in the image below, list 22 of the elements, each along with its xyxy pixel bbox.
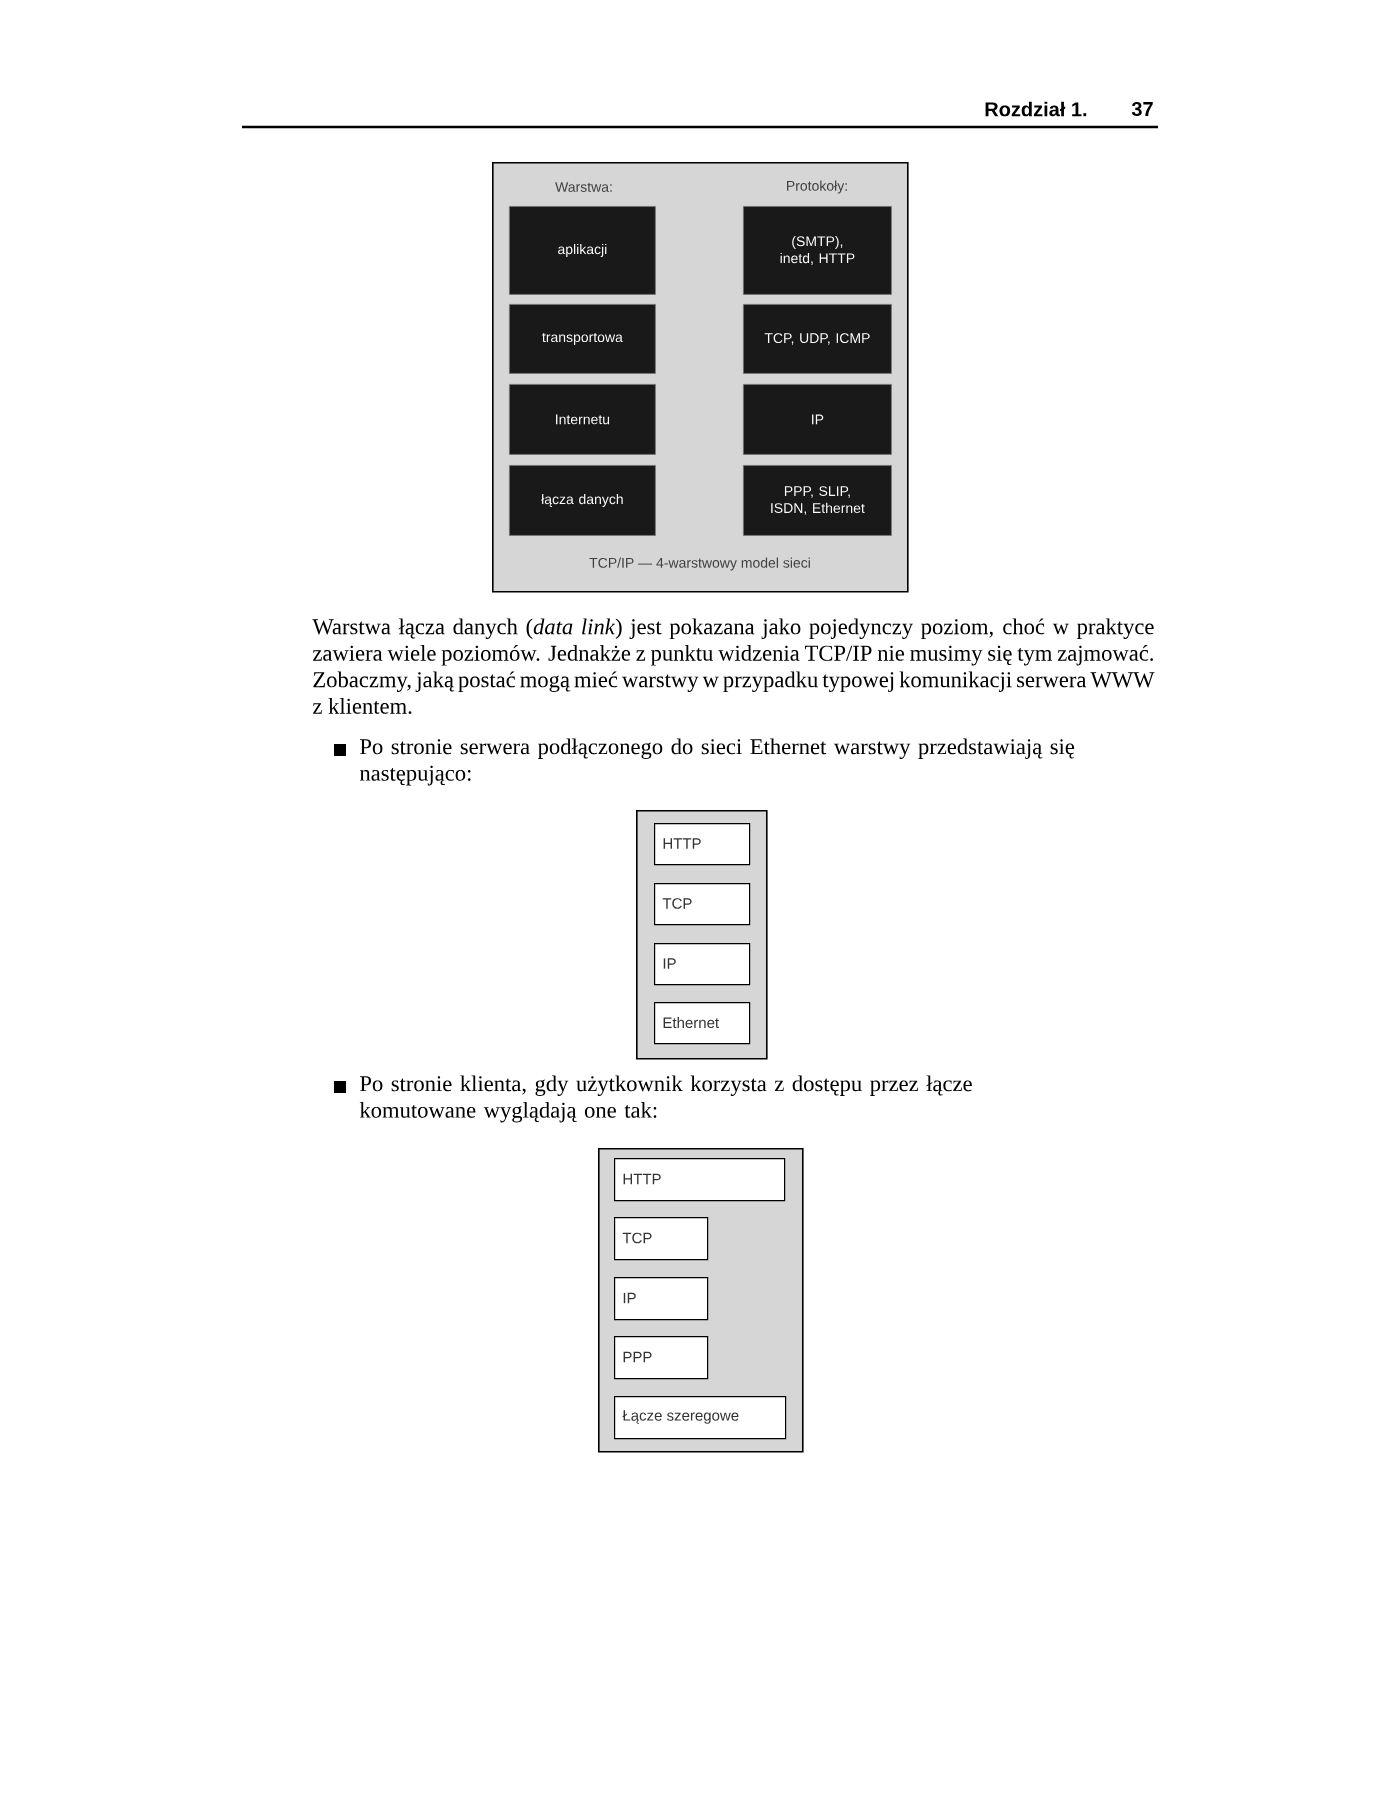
protocol-box: HTTP xyxy=(654,823,751,866)
bullet-text: Po stronie serwera podłączonego do sieci Ethernet warstwy przedstawiają się następująco: xyxy=(359,738,1075,786)
protocol-box: Ethernet xyxy=(654,1002,751,1045)
layer-box: transportowa xyxy=(509,304,656,374)
layer-box: (SMTP), inetd, HTTP xyxy=(743,206,892,295)
protocol-box: PPP xyxy=(614,1336,709,1380)
paragraph: Warstwa łącza danych (data link) jest pokazana jako pojedynczy poziom, choć w praktyce zawiera wiele poziomów. Jednakże z punktu widzenia TCP/IP nie musimy się tym zajmować. Zobaczmy, jaką postać mogą mieć warstwy w przypadku typowej komunikacji serwera WWW z klientem. xyxy=(312,618,1155,714)
layer-box: TCP, UDP, ICMP xyxy=(743,304,892,374)
layer-box: PPP, SLIP, ISDN, Ethernet xyxy=(743,465,892,536)
protocol-box: IP xyxy=(614,1277,709,1321)
layer-box: Internetu xyxy=(509,384,656,455)
protocol-box: TCP xyxy=(614,1217,709,1261)
layer-box: IP xyxy=(743,384,892,455)
layer-box: łącza danych xyxy=(509,465,656,536)
protocol-box: TCP xyxy=(654,883,751,926)
protocol-box: IP xyxy=(654,943,751,986)
bullet-text: Po stronie klienta, gdy użytkownik korzysta z dostępu przez łącze komutowane wyglądają one tak: xyxy=(359,1075,972,1123)
protocol-box: Łącze szeregowe xyxy=(614,1396,787,1440)
chapter-heading: Rozdział 1. xyxy=(985,101,1087,117)
layer-box: aplikacji xyxy=(509,206,656,295)
protocol-box: HTTP xyxy=(614,1158,786,1202)
page-number: 37 xyxy=(1131,101,1153,117)
